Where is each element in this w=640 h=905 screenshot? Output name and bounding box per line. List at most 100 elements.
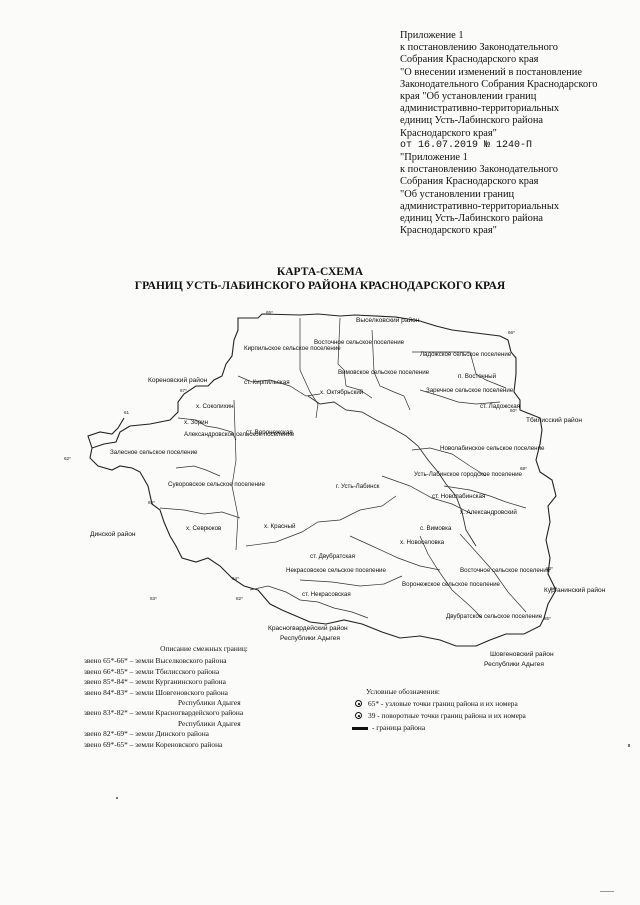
scan-speck [116, 797, 118, 799]
point-label: 64* [232, 576, 239, 581]
header-line: Законодательного Собрания Краснодарского [400, 78, 598, 90]
header-line: Собрания Краснодарского края [400, 176, 539, 188]
settlement-label: Ладожское сельское поселение [420, 351, 512, 358]
adjacent-row: Республики Адыгея [178, 718, 241, 728]
settlement-label: Заречное сельское поселение [426, 387, 514, 394]
settlement-label: Восточное сельское поселение [460, 567, 551, 574]
place-label: ст. Двубратская [310, 553, 355, 560]
neighbor-label: Тбилисский район [526, 416, 582, 424]
point-label: 63* [150, 596, 157, 601]
legend-item: 65* - узловые точки границ района и их н… [352, 698, 640, 710]
river-line [249, 585, 369, 619]
point-label: 66* [508, 330, 515, 335]
place-label: х. Севрюков [186, 525, 222, 532]
header-line: Краснодарского края" [400, 127, 497, 139]
settlement-boundary [299, 318, 319, 419]
settlement-boundary [245, 495, 397, 547]
map-legend: Условные обозначения: 65* - узловые точк… [352, 686, 640, 734]
node-point-icon [352, 699, 368, 709]
point-label: 67* [180, 388, 187, 393]
place-label: х. Зорин [184, 419, 208, 426]
point-label: 65* [266, 310, 273, 315]
adjacent-boundaries: Описание смежных границ: звено 65*-66* –… [84, 644, 304, 750]
place-label: ст. Новолабинская [432, 493, 485, 500]
settlement-label: Новолабинское сельское поселение [440, 445, 545, 452]
place-label: ст. Некрасовская [302, 591, 351, 598]
title-line-2: ГРАНИЦ УСТЬ-ЛАБИНСКОГО РАЙОНА КРАСНОДАРС… [134, 280, 506, 292]
settlement-boundary [412, 351, 507, 389]
place-label: ст. Ладожская [480, 403, 520, 410]
adjacent-row: звено 82*-69* – земли Динского района [84, 729, 209, 739]
adjacent-row: звено 85*-84* – земли Курганинского райо… [84, 677, 226, 687]
settlement-label: Некрасовское сельское поселение [286, 567, 386, 574]
point-label: 60* [510, 408, 517, 413]
legend-text: - граница района [372, 723, 426, 732]
settlement-label: Воронежское сельское поселение [402, 581, 501, 588]
settlement-boundary [459, 533, 527, 613]
legend-item: 39 - поворотные точки границ района и их… [352, 710, 640, 722]
place-label: х. Новоселовка [400, 539, 445, 546]
header-line: к постановлению Законодательного [400, 164, 559, 176]
place-label: ст. Кирпильская [244, 379, 290, 386]
adjacent-row: звено 65*-66* – земли Выселковского райо… [84, 656, 227, 666]
turning-point-icon [352, 711, 368, 721]
adjacent-row: звено 83*-82* – земли Красногвардейского… [84, 708, 244, 718]
point-label: 68* [520, 466, 527, 471]
neighbor-label: Шовгеновский район [490, 650, 554, 658]
header-line: административно-территориальных [400, 200, 560, 212]
place-label: г. Усть-Лабинск [336, 483, 380, 490]
settlement-boundary [381, 475, 473, 515]
boundary-line-icon [352, 723, 368, 733]
point-label: 61 [124, 410, 130, 415]
point-label: 83* [546, 566, 553, 571]
neighbor-label: Динской район [90, 530, 136, 538]
adjacent-row: звено 84*-83* – земли Шовгеновского райо… [84, 687, 228, 697]
adjacent-row: звено 66*-85* – земли Тбилисского района [84, 666, 220, 676]
settlement-boundary [177, 417, 237, 441]
place-label: х. Красный [264, 523, 296, 530]
adjacent-row: Республики Адыгея [178, 698, 241, 708]
map-title: КАРТА-СХЕМА ГРАНИЦ УСТЬ-ЛАБИНСКОГО РАЙОН… [0, 265, 640, 293]
neighbor-label: Выселковский район [356, 316, 420, 324]
settlement-label: Вимовское сельское поселение [338, 369, 430, 376]
place-label: х. Александровский [460, 509, 517, 516]
scan-speck [628, 744, 630, 747]
title-line-1: КАРТА-СХЕМА [276, 266, 364, 278]
place-label: х. Октябрьский [320, 389, 364, 396]
adjacent-heading: Описание смежных границ: [160, 644, 248, 653]
neighbor-label: Красногвардейский район [268, 624, 348, 632]
settlement-label: Восточное сельское поселение [314, 339, 405, 346]
settlement-label: Александровское сельское поселение [184, 431, 295, 438]
settlement-label: Усть-Лабинское городское поселение [414, 471, 523, 478]
settlement-boundary [349, 535, 441, 571]
settlement-boundary [411, 447, 487, 477]
place-label: п. Восточный [458, 373, 497, 380]
settlement-boundary [371, 329, 411, 411]
settlement-label: Двубратское сельское поселение [446, 613, 543, 620]
point-label: 85* [544, 616, 551, 621]
settlement-boundary [419, 535, 483, 619]
legend-text: 39 - поворотные точки границ района и их… [368, 711, 526, 720]
neighbor-label: Курганинский район [544, 586, 606, 594]
scan-speck [600, 891, 614, 892]
header-line: "Приложение 1 [400, 152, 468, 164]
neighbor-label: Кореновский район [148, 376, 208, 384]
settlement-boundary [419, 389, 501, 405]
header-line: к постановлению Законодательного [400, 42, 559, 54]
legend-item: - граница района [352, 722, 640, 734]
header-line: края "Об установлении границ [400, 91, 537, 103]
settlement-boundary [337, 317, 373, 399]
settlement-boundary [231, 399, 239, 551]
point-label: 84* [550, 586, 557, 591]
settlement-boundary [175, 465, 221, 477]
annex-header: Приложение 1 к постановлению Законодател… [400, 30, 636, 237]
header-line: Собрания Краснодарского края [400, 54, 539, 66]
place-label: ст. Воронежская [246, 429, 293, 436]
legend-text: 65* - узловые точки границ района и их н… [368, 699, 518, 708]
settlement-boundary [299, 575, 403, 587]
header-line: единиц Усть-Лабинского района [400, 213, 543, 225]
doc-reference: от 16.07.2019 № 1240-П [400, 139, 533, 151]
settlement-label: Кирпильское сельское поселение [244, 345, 341, 352]
header-line: "О внесении изменений в постановление [400, 66, 582, 78]
adjacent-row: звено 69*-65* – земли Кореновского район… [84, 739, 223, 749]
